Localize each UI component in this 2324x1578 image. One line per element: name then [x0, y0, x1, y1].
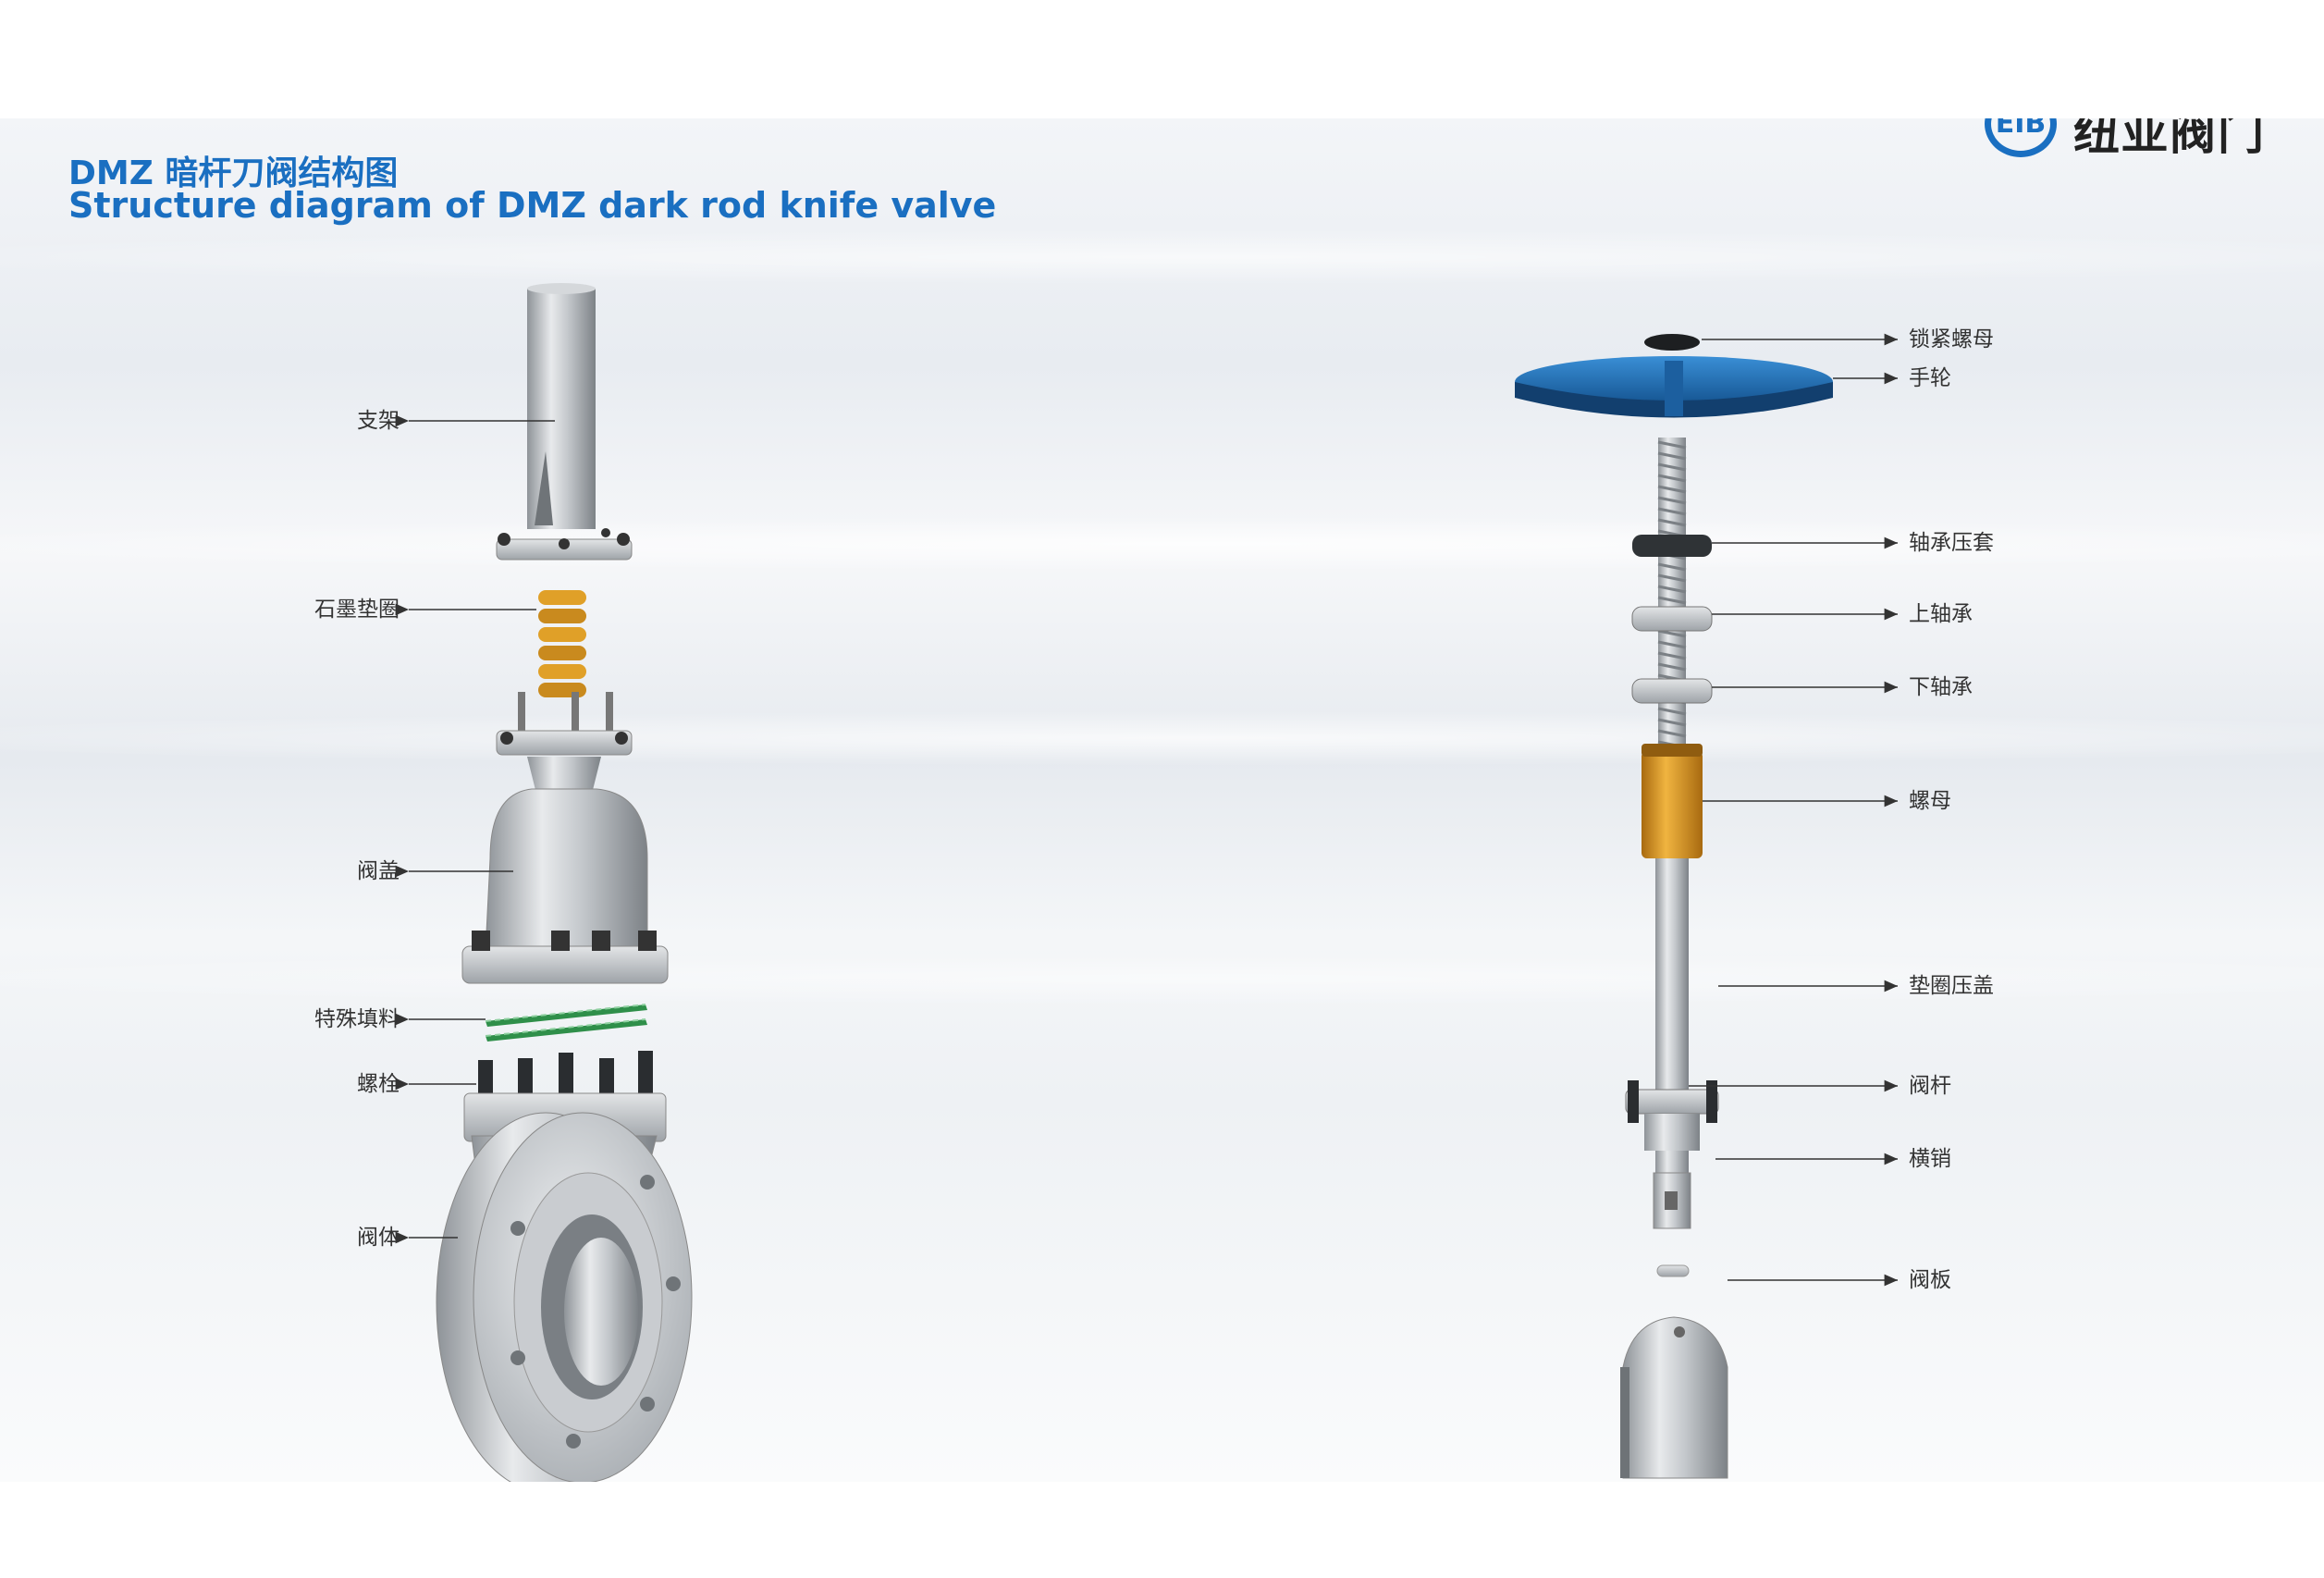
gate-plate-part — [1620, 1316, 1728, 1479]
bonnet-part — [461, 692, 669, 984]
special-packing-part — [485, 1004, 647, 1042]
handwheel-part — [1515, 356, 1833, 418]
label-packing-gland: 垫圈压盖 — [1909, 974, 1994, 998]
label-lower-bearing: 下轴承 — [1909, 675, 1973, 699]
title-english: Structure diagram of DMZ dark rod knife … — [68, 185, 997, 226]
label-bearing-gland: 轴承压套 — [1909, 531, 1994, 555]
label-bracket: 支架 — [357, 409, 400, 433]
graphite-washer-part — [538, 590, 586, 697]
bearing-gland-part — [1632, 535, 1712, 557]
brand-logo: EIB 纽亚阀门 — [1985, 118, 2318, 165]
packing-gland-part — [1625, 1080, 1719, 1151]
label-upper-bearing: 上轴承 — [1909, 602, 1973, 626]
lock-nut-part — [1644, 334, 1700, 351]
nut-part — [1642, 744, 1703, 858]
label-bonnet: 阀盖 — [357, 859, 400, 883]
label-stem: 阀杆 — [1909, 1074, 1951, 1098]
label-special-packing: 特殊填料 — [314, 1007, 400, 1031]
logo-name: 纽亚阀门 — [2073, 118, 2266, 160]
valve-body-part — [436, 1092, 693, 1482]
stem-part — [1653, 858, 1691, 1229]
label-body: 阀体 — [357, 1226, 400, 1250]
lower-bearing-part — [1631, 678, 1713, 704]
background-streak — [0, 710, 2324, 766]
background-streak — [0, 229, 2324, 285]
background-streak — [0, 516, 2324, 572]
label-bolt: 螺栓 — [357, 1072, 400, 1096]
title-chinese: DMZ 暗杆刀阀结构图 — [68, 154, 399, 192]
bracket-part — [496, 283, 633, 561]
cross-pin-part — [1656, 1264, 1690, 1277]
background-streak — [0, 951, 2324, 1006]
diagram-canvas: DMZ 暗杆刀阀结构图 Structure diagram of DMZ dar… — [0, 118, 2324, 1482]
label-gate: 阀板 — [1909, 1268, 1951, 1292]
label-nut: 螺母 — [1909, 789, 1951, 813]
label-graphite-washer: 石墨垫圈 — [314, 598, 400, 622]
upper-bearing-part — [1631, 606, 1713, 632]
label-handwheel: 手轮 — [1909, 366, 1951, 390]
label-lock-nut: 锁紧螺母 — [1909, 327, 1994, 351]
label-cross-pin: 横销 — [1909, 1147, 1951, 1171]
leader-lines — [395, 333, 1898, 1287]
valve-exploded-view — [395, 283, 1898, 1482]
